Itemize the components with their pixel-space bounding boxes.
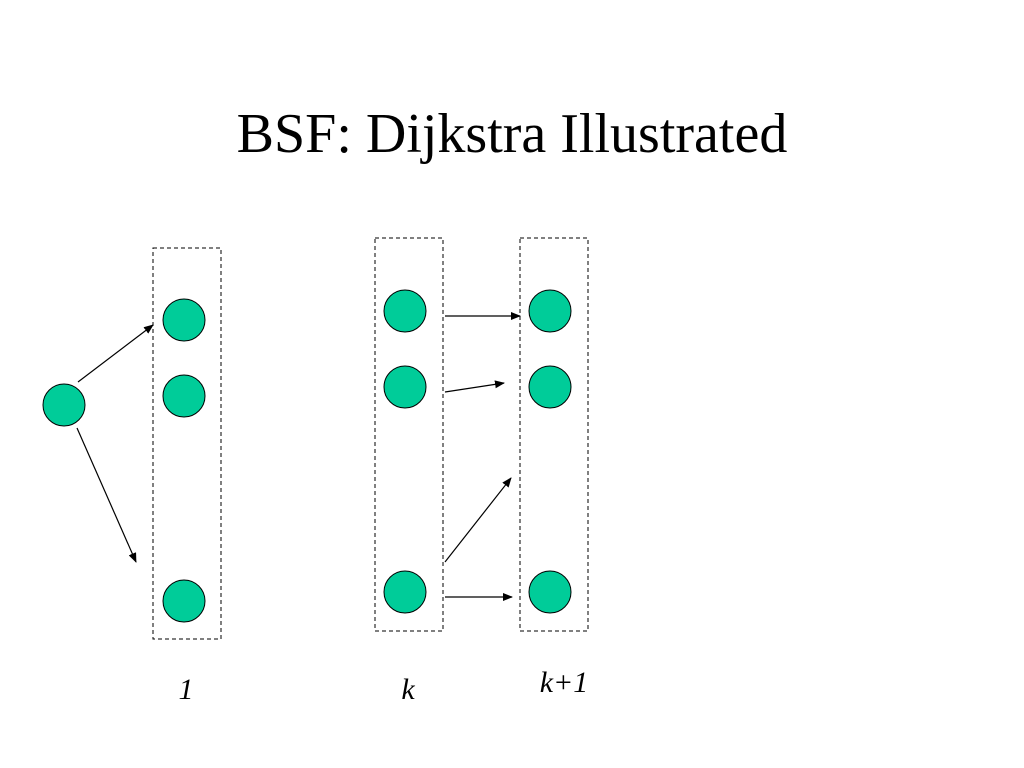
layer-1-node-bottom: [162, 579, 206, 623]
layer-k1-node-top: [528, 289, 572, 333]
slide-title: BSF: Dijkstra Illustrated: [236, 103, 788, 165]
layer-1-node-top: [162, 298, 206, 342]
layer-k1-node-middle: [528, 365, 572, 409]
layer-1-label: 1: [179, 673, 194, 706]
layer-k-node-middle: [383, 365, 427, 409]
edge-k3-to-k1-middle: [444, 477, 512, 563]
edge-k2-to-k1-second: [444, 380, 505, 393]
layer-k1-label: k+1: [540, 666, 589, 699]
source-node: [42, 383, 86, 427]
edge-source-to-layer1-top: [77, 324, 154, 383]
layer-1-box: [152, 247, 222, 640]
layer-1-node-middle: [162, 374, 206, 418]
layer-k-node-top: [383, 289, 427, 333]
edge-source-to-layer1-bottom: [76, 427, 137, 563]
layer-k-node-bottom: [383, 570, 427, 614]
layer-k1-node-bottom: [528, 570, 572, 614]
layer-k-label: k: [401, 673, 415, 706]
